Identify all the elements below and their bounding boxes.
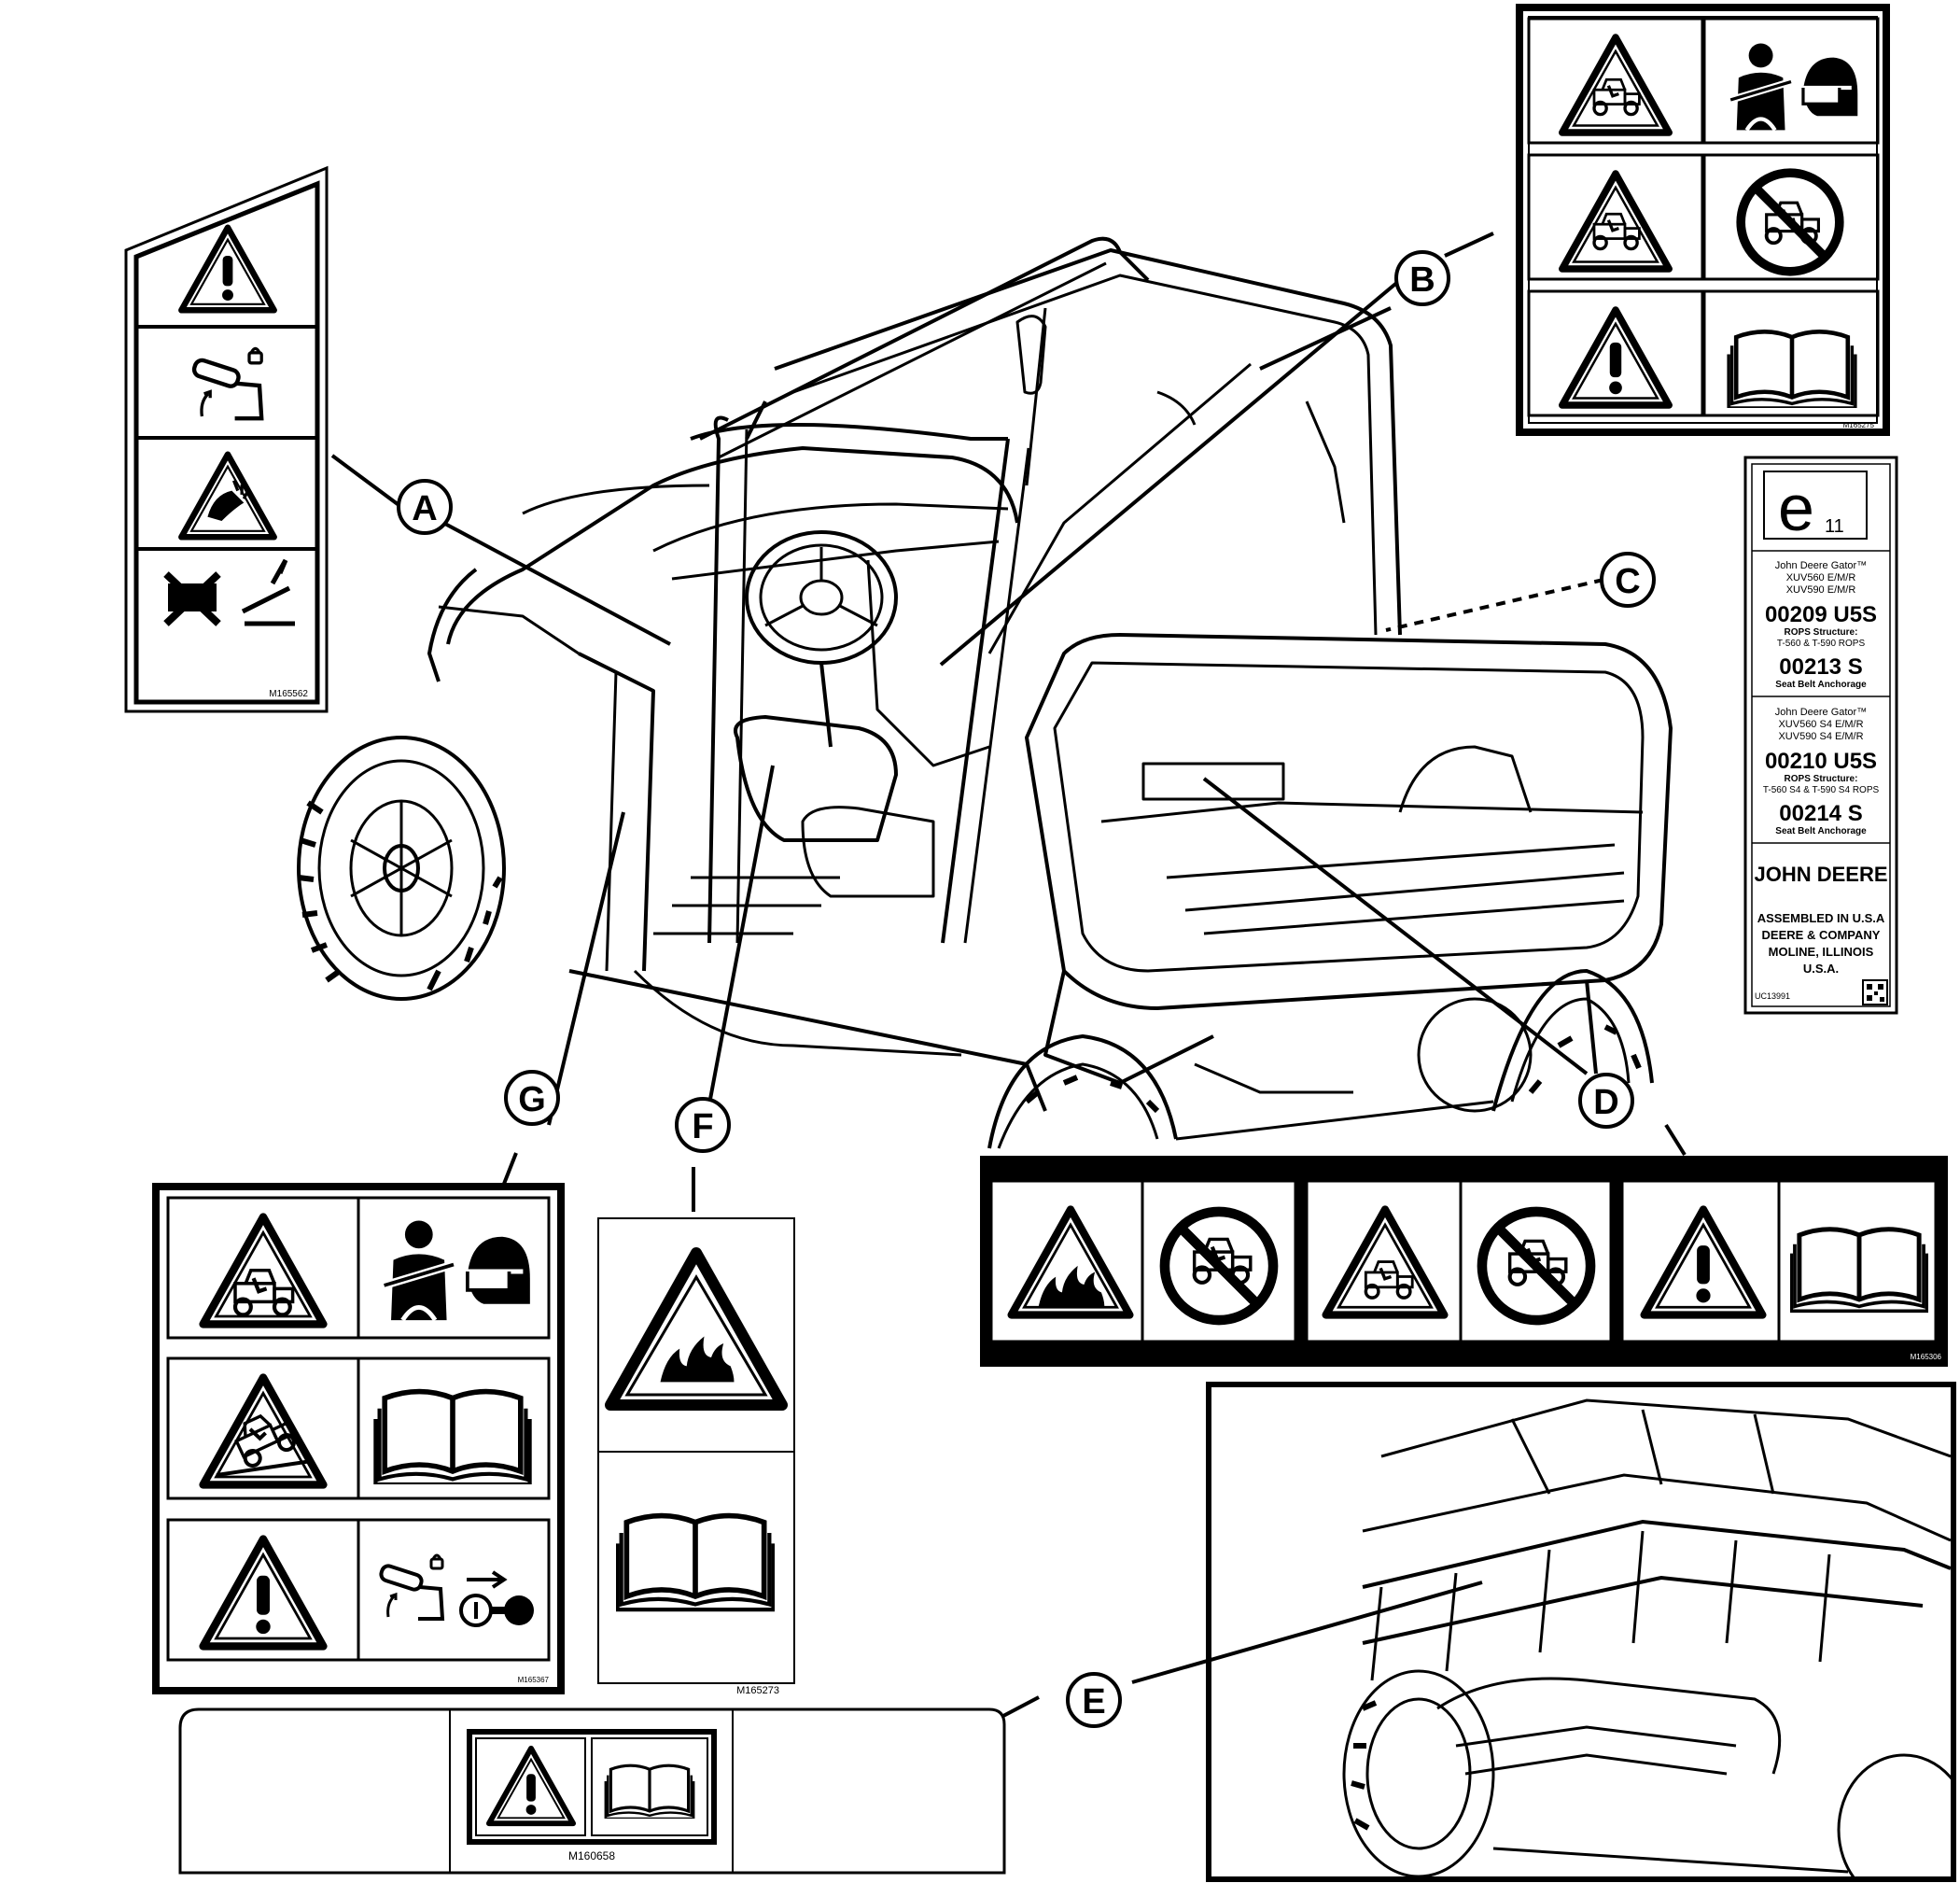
svg-text:00213 S: 00213 S <box>1779 654 1862 680</box>
svg-text:F: F <box>692 1107 713 1146</box>
svg-text:JOHN DEERE: JOHN DEERE <box>1754 863 1887 886</box>
utility-vehicle-illustration <box>297 236 1673 1149</box>
decal-g: M165367 <box>152 1183 565 1694</box>
callout-e: E <box>1066 1672 1122 1728</box>
svg-text:UC13991: UC13991 <box>1755 991 1790 1001</box>
qr-code <box>1862 979 1888 1005</box>
svg-text:John Deere Gator™: John Deere Gator™ <box>1775 707 1867 718</box>
decal-b: M165275 <box>1516 4 1890 436</box>
remove-key-icon <box>459 1570 534 1627</box>
svg-text:T-560 S4 & T-590 S4 ROPS: T-560 S4 & T-590 S4 ROPS <box>1763 785 1880 795</box>
callout-b: B <box>1394 250 1450 306</box>
svg-text:XUV560 S4 E/M/R: XUV560 S4 E/M/R <box>1778 719 1863 730</box>
decal-e: M160658 <box>178 1707 1006 1875</box>
svg-text:John Deere Gator™: John Deere Gator™ <box>1775 560 1867 571</box>
svg-text:00214 S: 00214 S <box>1779 801 1862 826</box>
svg-text:A: A <box>412 489 437 528</box>
svg-text:Seat Belt Anchorage: Seat Belt Anchorage <box>1775 826 1867 836</box>
decal-d: M165306 <box>980 1156 1948 1367</box>
svg-text:ROPS Structure:: ROPS Structure: <box>1785 627 1858 638</box>
inset-e-front-rack-closeup <box>1206 1382 1956 1882</box>
svg-text:U.S.A.: U.S.A. <box>1803 962 1839 976</box>
svg-text:11: 11 <box>1825 516 1844 537</box>
svg-text:00209 U5S: 00209 U5S <box>1765 602 1877 627</box>
decal-f: M165273 <box>597 1217 795 1696</box>
svg-text:DEERE & COMPANY: DEERE & COMPANY <box>1762 928 1881 942</box>
svg-text:T-560 & T-590 ROPS: T-560 & T-590 ROPS <box>1777 639 1866 649</box>
svg-text:M165562: M165562 <box>269 689 308 699</box>
label-c-certification-plate: e 11 John Deere Gator™ XUV560 E/M/R XUV5… <box>1743 456 1898 1015</box>
callout-d: D <box>1578 1073 1634 1129</box>
svg-text:XUV560 E/M/R: XUV560 E/M/R <box>1786 572 1856 583</box>
callout-f: F <box>675 1097 731 1153</box>
svg-text:ASSEMBLED IN U.S.A: ASSEMBLED IN U.S.A <box>1757 911 1885 925</box>
svg-text:C: C <box>1615 562 1640 601</box>
callout-a: A <box>397 479 453 535</box>
svg-text:M165273: M165273 <box>736 1685 779 1696</box>
svg-text:G: G <box>518 1080 546 1119</box>
svg-text:M165367: M165367 <box>518 1676 550 1684</box>
svg-text:00210 U5S: 00210 U5S <box>1765 749 1877 774</box>
no-crush-icon <box>163 558 295 626</box>
callout-g: G <box>504 1070 560 1126</box>
e-mark: e <box>1778 471 1814 544</box>
svg-text:M165275: M165275 <box>1843 421 1875 429</box>
fire-warning-icon <box>605 1247 788 1411</box>
svg-text:Seat Belt Anchorage: Seat Belt Anchorage <box>1775 680 1867 690</box>
svg-text:XUV590 S4 E/M/R: XUV590 S4 E/M/R <box>1778 731 1863 742</box>
svg-text:B: B <box>1409 260 1435 300</box>
tipping-vehicle-icon <box>216 1407 313 1477</box>
svg-text:XUV590 E/M/R: XUV590 E/M/R <box>1786 584 1856 596</box>
svg-text:ROPS Structure:: ROPS Structure: <box>1785 774 1858 784</box>
svg-text:M165306: M165306 <box>1911 1353 1942 1361</box>
decal-a: M165562 <box>124 165 329 713</box>
leader-lines <box>330 232 1687 1718</box>
svg-text:M160658: M160658 <box>568 1849 615 1862</box>
callout-c: C <box>1600 552 1656 608</box>
svg-text:D: D <box>1593 1083 1618 1122</box>
svg-text:MOLINE, ILLINOIS: MOLINE, ILLINOIS <box>1769 945 1874 959</box>
svg-text:E: E <box>1082 1682 1105 1721</box>
